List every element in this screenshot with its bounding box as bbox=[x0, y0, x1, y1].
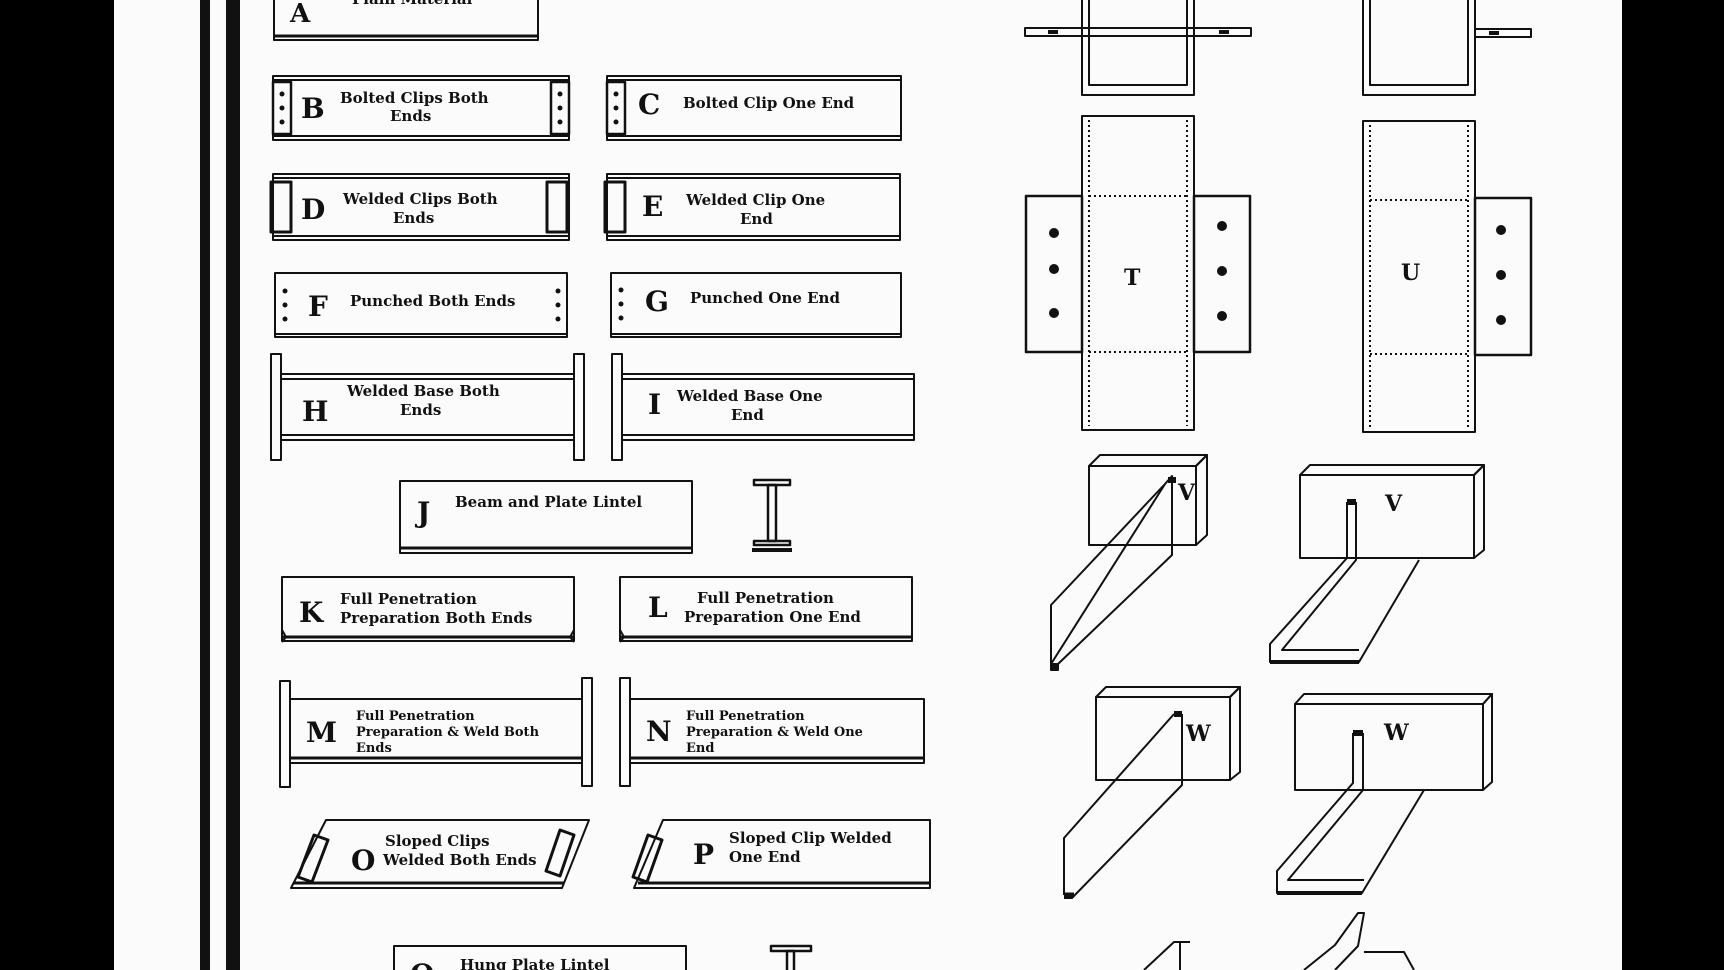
piece-N-text-1: Full Penetration bbox=[686, 709, 805, 724]
piece-K-text-1: Full Penetration bbox=[340, 590, 477, 608]
piece-J bbox=[399, 480, 693, 554]
piece-M-text-2: Preparation & Weld Both bbox=[356, 725, 540, 740]
piece-F-text: Punched Both Ends bbox=[350, 292, 515, 310]
plan-top-right bbox=[1362, 0, 1532, 96]
piece-I bbox=[611, 353, 915, 461]
piece-L-text-2: Preparation One End bbox=[684, 608, 861, 626]
piece-A bbox=[273, 0, 539, 41]
piece-N-letter: N bbox=[646, 715, 672, 748]
detail-V1 bbox=[1050, 454, 1208, 671]
piece-O-text-1: Sloped Clips bbox=[385, 832, 490, 850]
detail-W1-letter: W bbox=[1185, 721, 1211, 747]
piece-M bbox=[279, 677, 593, 788]
piece-Q bbox=[393, 945, 687, 970]
piece-H bbox=[270, 353, 585, 461]
drawing-sheet: A Plain Material B Bolted Clips Both End… bbox=[114, 0, 1622, 970]
piece-E bbox=[603, 173, 901, 241]
piece-G bbox=[610, 272, 902, 338]
detail-bottom-left-partial bbox=[1143, 941, 1190, 970]
piece-D-text-1: Welded Clips Both bbox=[342, 190, 498, 208]
piece-C-letter: C bbox=[638, 88, 660, 121]
t-section-icon bbox=[769, 944, 813, 970]
piece-L bbox=[619, 576, 913, 643]
piece-E-letter: E bbox=[642, 190, 663, 223]
piece-O-text-2: Welded Both Ends bbox=[382, 851, 537, 869]
piece-B-text-1: Bolted Clips Both bbox=[340, 89, 489, 107]
detail-labels: T U V V W W bbox=[1124, 260, 1420, 747]
piece-Q-text: Hung Plate Lintel bbox=[460, 956, 610, 970]
piece-G-text: Punched One End bbox=[690, 289, 840, 307]
piece-I-letter: I bbox=[648, 388, 661, 421]
border-rule-outer bbox=[200, 0, 210, 970]
detail-V2-letter: V bbox=[1384, 491, 1403, 517]
piece-C bbox=[605, 75, 902, 141]
piece-P bbox=[631, 819, 931, 889]
piece-L-text-1: Full Penetration bbox=[697, 589, 834, 607]
piece-J-letter: J bbox=[414, 496, 430, 529]
piece-J-text: Beam and Plate Lintel bbox=[455, 493, 642, 511]
piece-N-text-3: End bbox=[686, 741, 714, 756]
piece-O bbox=[290, 819, 590, 889]
piece-H-text-2: Ends bbox=[400, 401, 441, 419]
piece-L-letter: L bbox=[648, 591, 668, 624]
piece-N bbox=[619, 677, 925, 787]
connection-types-diagram: A Plain Material B Bolted Clips Both End… bbox=[200, 0, 1533, 970]
piece-F bbox=[274, 272, 568, 338]
piece-H-text-1: Welded Base Both bbox=[346, 382, 500, 400]
piece-C-text: Bolted Clip One End bbox=[683, 94, 855, 112]
piece-Q-letter: Q bbox=[410, 958, 434, 970]
piece-E-text-2: End bbox=[740, 210, 773, 228]
piece-P-text-1: Sloped Clip Welded bbox=[729, 829, 892, 847]
piece-G-letter: G bbox=[645, 285, 669, 318]
piece-K bbox=[281, 576, 575, 643]
piece-I-text-1: Welded Base One bbox=[676, 387, 823, 405]
detail-bottom-right-partial bbox=[1303, 912, 1415, 970]
piece-labels: A Plain Material B Bolted Clips Both End… bbox=[289, 0, 892, 970]
detail-W2 bbox=[1276, 693, 1493, 895]
piece-M-letter: M bbox=[306, 716, 337, 749]
piece-B bbox=[271, 75, 571, 141]
piece-D-text-2: Ends bbox=[393, 209, 434, 227]
piece-E-text-1: Welded Clip One bbox=[685, 191, 825, 209]
bolt-holes bbox=[279, 91, 563, 125]
piece-P-letter: P bbox=[693, 838, 714, 871]
piece-D bbox=[269, 173, 570, 241]
piece-B-letter: B bbox=[301, 92, 325, 125]
detail-V1-letter: V bbox=[1177, 480, 1196, 506]
detail-T-letter: T bbox=[1124, 265, 1141, 291]
piece-N-text-2: Preparation & Weld One bbox=[686, 725, 863, 740]
piece-O-letter: O bbox=[351, 844, 375, 877]
piece-I-text-2: End bbox=[731, 406, 764, 424]
plan-top-left bbox=[1024, 0, 1252, 96]
piece-B-text-2: Ends bbox=[390, 107, 431, 125]
piece-F-letter: F bbox=[308, 290, 328, 323]
piece-D-letter: D bbox=[301, 193, 325, 226]
detail-T bbox=[1024, 115, 1252, 431]
piece-M-text-3: Ends bbox=[356, 741, 392, 756]
detail-W2-letter: W bbox=[1383, 720, 1409, 746]
piece-M-text-1: Full Penetration bbox=[356, 709, 475, 724]
detail-U bbox=[1362, 120, 1533, 433]
piece-K-letter: K bbox=[299, 596, 325, 629]
i-beam-section-icon bbox=[752, 478, 792, 552]
detail-U-letter: U bbox=[1401, 260, 1420, 286]
detail-W1 bbox=[1063, 686, 1241, 899]
border-rule-inner bbox=[226, 0, 240, 970]
piece-A-letter: A bbox=[289, 0, 311, 29]
piece-K-text-2: Preparation Both Ends bbox=[340, 609, 532, 627]
piece-P-text-2: One End bbox=[729, 848, 801, 866]
piece-H-letter: H bbox=[302, 395, 328, 428]
detail-V2 bbox=[1269, 464, 1485, 664]
piece-A-text: Plain Material bbox=[352, 0, 473, 8]
